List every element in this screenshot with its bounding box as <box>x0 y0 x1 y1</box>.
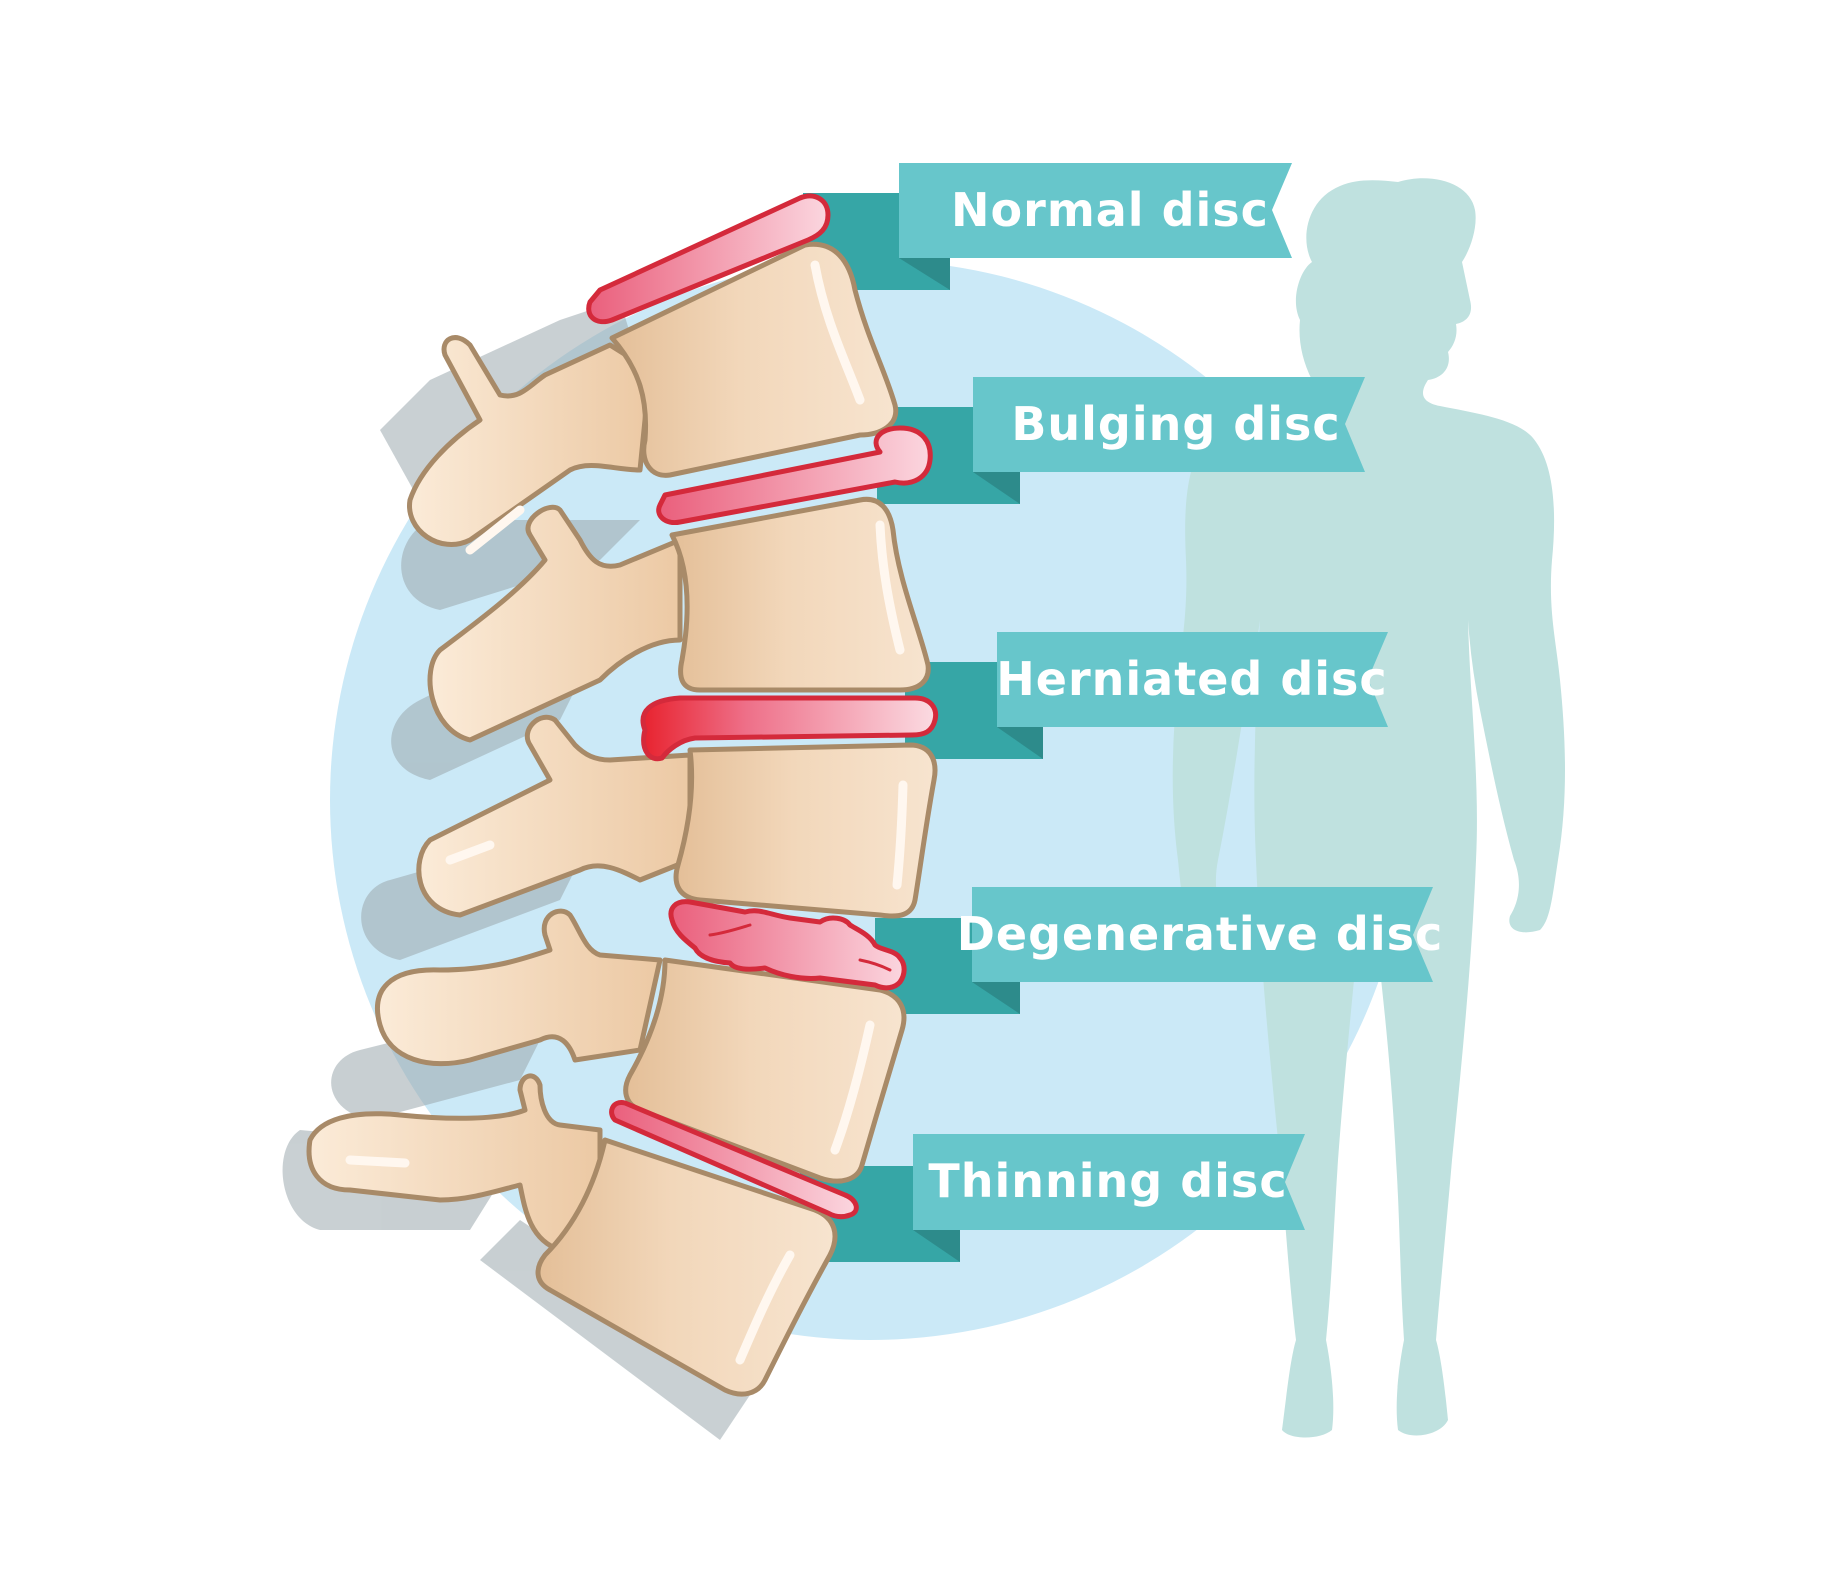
disc-herniated <box>640 695 939 762</box>
ribbon-fold <box>972 982 1020 1014</box>
label-bulging-disc-text: Bulging disc <box>1011 397 1340 451</box>
highlight <box>810 260 865 405</box>
crack <box>708 923 752 937</box>
label-normal-disc: Normal disc <box>803 163 1292 290</box>
highlight <box>875 520 905 655</box>
ribbon-face <box>899 163 1292 258</box>
label-degenerative-disc: Degenerative disc <box>875 887 1443 1014</box>
spinous-process <box>306 1073 603 1253</box>
spinous-process <box>416 714 693 918</box>
vertebral-body <box>673 742 938 919</box>
vertebral-body <box>535 1137 838 1397</box>
label-normal-disc-text: Normal disc <box>951 183 1269 237</box>
vertebra-5 <box>306 1073 838 1397</box>
ribbon-fold <box>913 1230 960 1262</box>
highlight <box>892 780 908 890</box>
label-herniated-disc: Herniated disc <box>905 632 1388 759</box>
disc-thinning <box>609 1100 859 1220</box>
highlight <box>445 840 495 865</box>
spinous-process <box>407 335 653 547</box>
crack <box>858 958 892 972</box>
disc-normal <box>586 193 831 325</box>
ribbon-fold <box>997 727 1043 759</box>
disc-bulging <box>656 425 933 526</box>
ribbon-fold <box>973 472 1020 504</box>
label-thinning-disc: Thinning disc <box>800 1134 1305 1262</box>
vertebra-2 <box>427 496 931 743</box>
vertebra-4 <box>375 908 907 1184</box>
highlight <box>830 1020 875 1155</box>
label-herniated-disc-text: Herniated disc <box>996 652 1387 706</box>
ribbon-face <box>972 887 1433 982</box>
highlight <box>465 505 525 555</box>
vertebral-body <box>623 957 907 1184</box>
highlight <box>735 1250 795 1365</box>
ribbon-face <box>973 377 1365 472</box>
spinous-process <box>427 504 683 743</box>
ribbon-face <box>997 632 1388 727</box>
vertebra-1 <box>407 241 899 555</box>
vertebral-body <box>669 496 931 693</box>
vertebra-3 <box>416 714 938 919</box>
ribbon-face <box>913 1134 1305 1230</box>
disc-degenerative <box>668 899 907 991</box>
spinous-process <box>375 908 663 1067</box>
highlight <box>345 1155 410 1168</box>
ribbon-fold <box>899 258 950 290</box>
label-thinning-disc-text: Thinning disc <box>928 1154 1287 1208</box>
label-degenerative-disc-text: Degenerative disc <box>957 907 1443 961</box>
human-silhouette-icon <box>1172 178 1565 1438</box>
